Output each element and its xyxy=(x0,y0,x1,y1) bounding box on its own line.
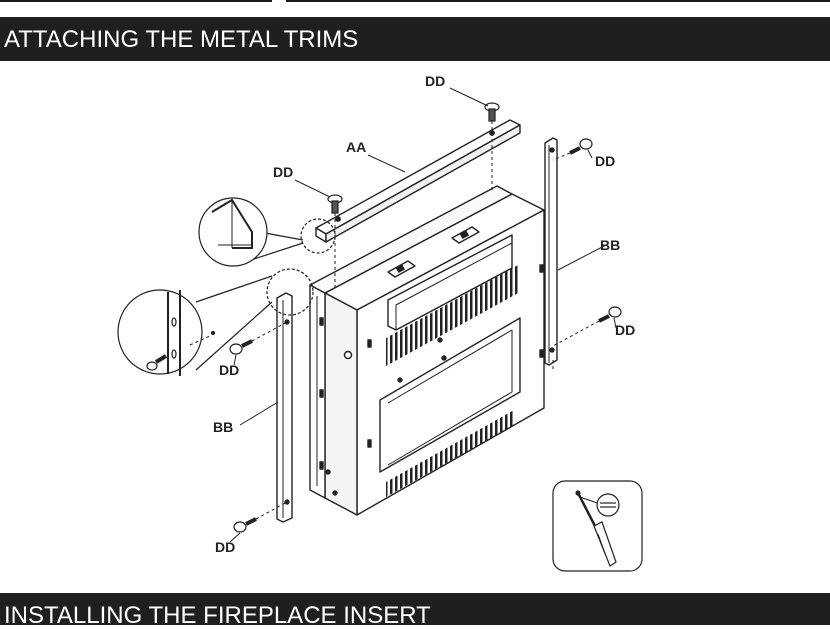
fireplace-insert xyxy=(309,185,545,516)
label-side-trim-right: BB xyxy=(600,237,620,253)
label-screw-top-right: DD xyxy=(425,73,445,89)
side-trim-bb-left xyxy=(276,292,293,523)
label-screw-left-lower: DD xyxy=(215,539,235,555)
next-section-heading: INSTALLING THE FIREPLACE INSERT xyxy=(0,593,830,628)
screw-right-lower xyxy=(598,306,622,323)
screwdriver-icon xyxy=(552,480,643,572)
label-screw-top-left: DD xyxy=(273,164,293,180)
top-trim-aa xyxy=(315,119,521,243)
section-heading: ATTACHING THE METAL TRIMS xyxy=(0,17,830,61)
screw-left-upper xyxy=(229,339,253,355)
label-top-trim: AA xyxy=(346,139,366,155)
side-trim-bb-right xyxy=(544,137,558,366)
detail-callout-left xyxy=(117,268,314,376)
screw-top-left xyxy=(327,194,343,214)
screw-right-upper xyxy=(569,138,593,155)
detail-callout-top xyxy=(198,197,336,267)
leader-lines xyxy=(229,87,617,543)
screw-left-lower xyxy=(233,517,257,533)
label-screw-right-upper: DD xyxy=(595,153,615,169)
screw-top-right xyxy=(484,102,500,122)
label-side-trim-left: BB xyxy=(213,419,233,435)
label-screw-right-lower: DD xyxy=(615,322,635,338)
top-rule-right xyxy=(286,0,830,2)
label-screw-left-upper: DD xyxy=(219,362,239,378)
top-rule-left xyxy=(0,0,272,2)
alignment-lines xyxy=(251,121,600,520)
